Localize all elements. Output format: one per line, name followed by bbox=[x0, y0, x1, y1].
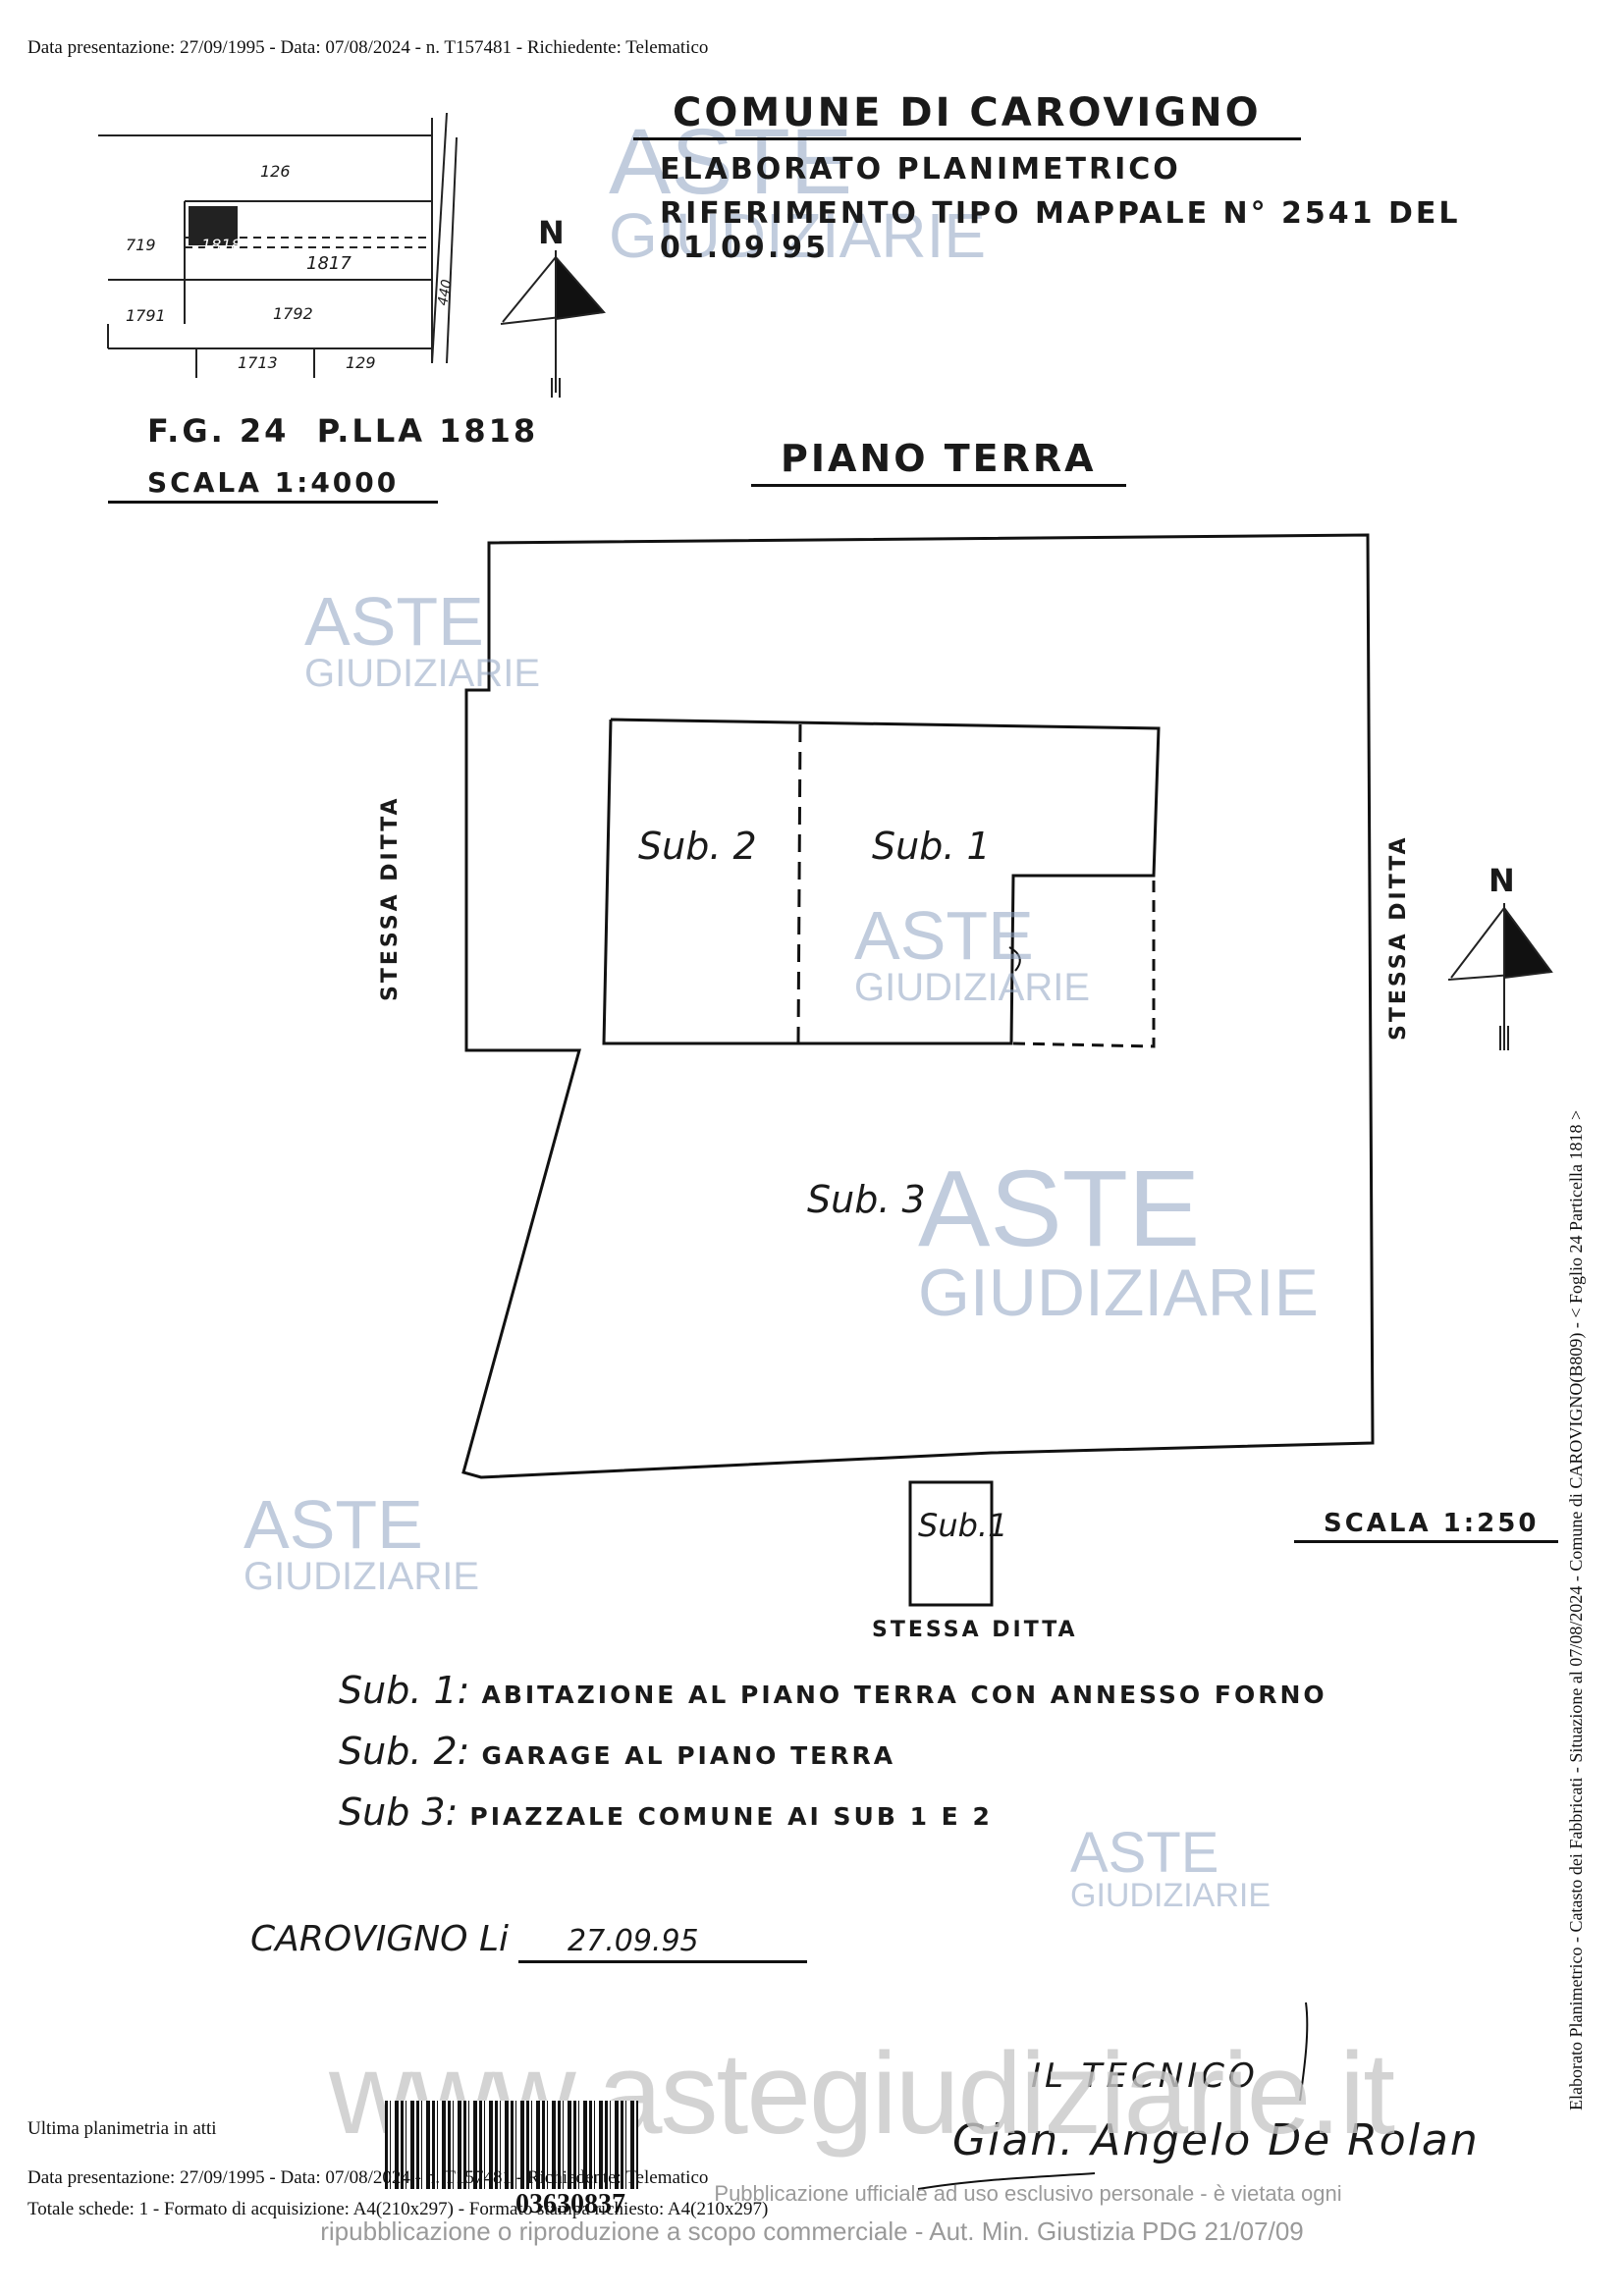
legend: Sub. 1: ABITAZIONE AL PIANO TERRA CON AN… bbox=[339, 1669, 1327, 1851]
annex-box bbox=[908, 1480, 994, 1607]
signature-scribble bbox=[917, 2002, 1309, 2190]
watermark-logo-1: ASTE GIUDIZIARIE bbox=[609, 110, 987, 272]
title-elaborato: ELABORATO PLANIMETRICO bbox=[660, 152, 1181, 187]
room-sub1: Sub. 1 bbox=[872, 825, 991, 868]
legend-text: GARAGE AL PIANO TERRA bbox=[481, 1741, 896, 1770]
parcel-1713: 1713 bbox=[238, 353, 278, 372]
watermark-giudiziarie-5: GIUDIZIARIE bbox=[244, 1554, 480, 1598]
title-comune: COMUNE DI CAROVIGNO bbox=[633, 90, 1301, 140]
inset-parcel-highlight bbox=[189, 206, 238, 245]
room-sub2: Sub. 2 bbox=[638, 825, 757, 868]
watermark-aste-1: ASTE bbox=[609, 110, 853, 214]
inset-north-label: N bbox=[538, 214, 568, 251]
legend-key: Sub 3: bbox=[339, 1790, 459, 1834]
floor-title: PIANO TERRA bbox=[751, 437, 1126, 487]
watermark-giudiziarie-2: GIUDIZIARIE bbox=[304, 651, 541, 695]
barcode bbox=[385, 2101, 638, 2189]
inset-scala: SCALA 1:4000 bbox=[108, 466, 439, 504]
parcel-1791: 1791 bbox=[126, 306, 166, 325]
watermark-logo-5: ASTE GIUDIZIARIE bbox=[244, 1486, 480, 1598]
parcel-719: 719 bbox=[126, 236, 156, 254]
parcel-1817: 1817 bbox=[306, 253, 352, 274]
watermark-logo-6: ASTE GIUDIZIARIE bbox=[1070, 1821, 1272, 1915]
barcode-number: 03630837 bbox=[515, 2189, 625, 2219]
parcel-1818: 1818 bbox=[201, 236, 242, 254]
legend-key: Sub. 1: bbox=[339, 1669, 470, 1712]
legend-text: PIAZZALE COMUNE AI SUB 1 E 2 bbox=[469, 1802, 993, 1831]
legend-row: Sub. 2: GARAGE AL PIANO TERRA bbox=[339, 1730, 1327, 1790]
watermark-aste-4: ASTE bbox=[918, 1148, 1201, 1269]
footer-line-2: Totale schede: 1 - Formato di acquisizio… bbox=[27, 2199, 769, 2219]
plan-north-label: N bbox=[1489, 862, 1518, 899]
north-arrow-2 bbox=[1447, 903, 1553, 1050]
watermark-giudiziarie-4: GIUDIZIARIE bbox=[918, 1255, 1320, 1330]
door-arc bbox=[1008, 946, 1021, 972]
north-arrow-1 bbox=[500, 250, 606, 398]
signature-label: IL TECNICO bbox=[1031, 2056, 1259, 2096]
watermark-giudiziarie-3: GIUDIZIARIE bbox=[854, 965, 1091, 1009]
plan-scala: SCALA 1:250 bbox=[1294, 1509, 1559, 1543]
room-sub1-annex: Sub.1 bbox=[918, 1507, 1008, 1544]
building-walls bbox=[602, 718, 1161, 1048]
side-label-left: STESSA DITTA bbox=[378, 795, 403, 1001]
room-sub3: Sub. 3 bbox=[807, 1178, 926, 1221]
watermark-logo-4: ASTE GIUDIZIARIE bbox=[918, 1148, 1320, 1330]
watermark-aste-3: ASTE bbox=[854, 897, 1034, 974]
inset-foglio: F.G. 24 P.LLA 1818 bbox=[147, 412, 539, 450]
header-line: Data presentazione: 27/09/1995 - Data: 0… bbox=[27, 37, 709, 58]
parcel-129: 129 bbox=[346, 353, 376, 372]
legend-row: Sub 3: PIAZZALE COMUNE AI SUB 1 E 2 bbox=[339, 1790, 1327, 1851]
watermark-aste-6: ASTE bbox=[1070, 1821, 1219, 1885]
place-date: CAROVIGNO Li 27.09.95 bbox=[250, 1919, 807, 1963]
footer-disclaimer: Pubblicazione ufficiale ad uso esclusivo… bbox=[0, 2181, 1624, 2247]
watermark-giudiziarie-6: GIUDIZIARIE bbox=[1070, 1877, 1272, 1915]
disclaimer-line-2: ripubblicazione o riproduzione a scopo c… bbox=[320, 2216, 1304, 2246]
place-label: CAROVIGNO Li bbox=[250, 1919, 510, 1959]
title-riferimento: RIFERIMENTO TIPO MAPPALE N° 2541 DEL 01.… bbox=[660, 196, 1461, 265]
disclaimer-line-1: Pubblicazione ufficiale ad uso esclusivo… bbox=[714, 2181, 1342, 2206]
watermark-logo-2: ASTE GIUDIZIARIE bbox=[304, 583, 541, 695]
date-value: 27.09.95 bbox=[518, 1924, 807, 1963]
footer-last-plan: Ultima planimetria in atti bbox=[27, 2118, 217, 2139]
watermark-aste-2: ASTE bbox=[304, 583, 484, 660]
parcel-126: 126 bbox=[260, 162, 291, 181]
legend-row: Sub. 1: ABITAZIONE AL PIANO TERRA CON AN… bbox=[339, 1669, 1327, 1730]
footer-line-1: Data presentazione: 27/09/1995 - Data: 0… bbox=[27, 2167, 709, 2188]
parcel-1792: 1792 bbox=[273, 304, 313, 323]
side-label-right: STESSA DITTA bbox=[1386, 834, 1411, 1041]
side-label-bottom: STESSA DITTA bbox=[872, 1618, 1078, 1642]
watermark-giudiziarie-1: GIUDIZIARIE bbox=[609, 200, 987, 272]
watermark-aste-5: ASTE bbox=[244, 1486, 423, 1563]
watermark-logo-3: ASTE GIUDIZIARIE bbox=[854, 897, 1091, 1009]
site-outline bbox=[461, 533, 1375, 1479]
side-strip: Elaborato Planimetrico - Catasto dei Fab… bbox=[1566, 1109, 1586, 2110]
legend-text: ABITAZIONE AL PIANO TERRA CON ANNESSO FO… bbox=[481, 1681, 1327, 1709]
signature-name: Gian. Angelo De Rolan bbox=[952, 2115, 1480, 2165]
legend-key: Sub. 2: bbox=[339, 1730, 470, 1773]
